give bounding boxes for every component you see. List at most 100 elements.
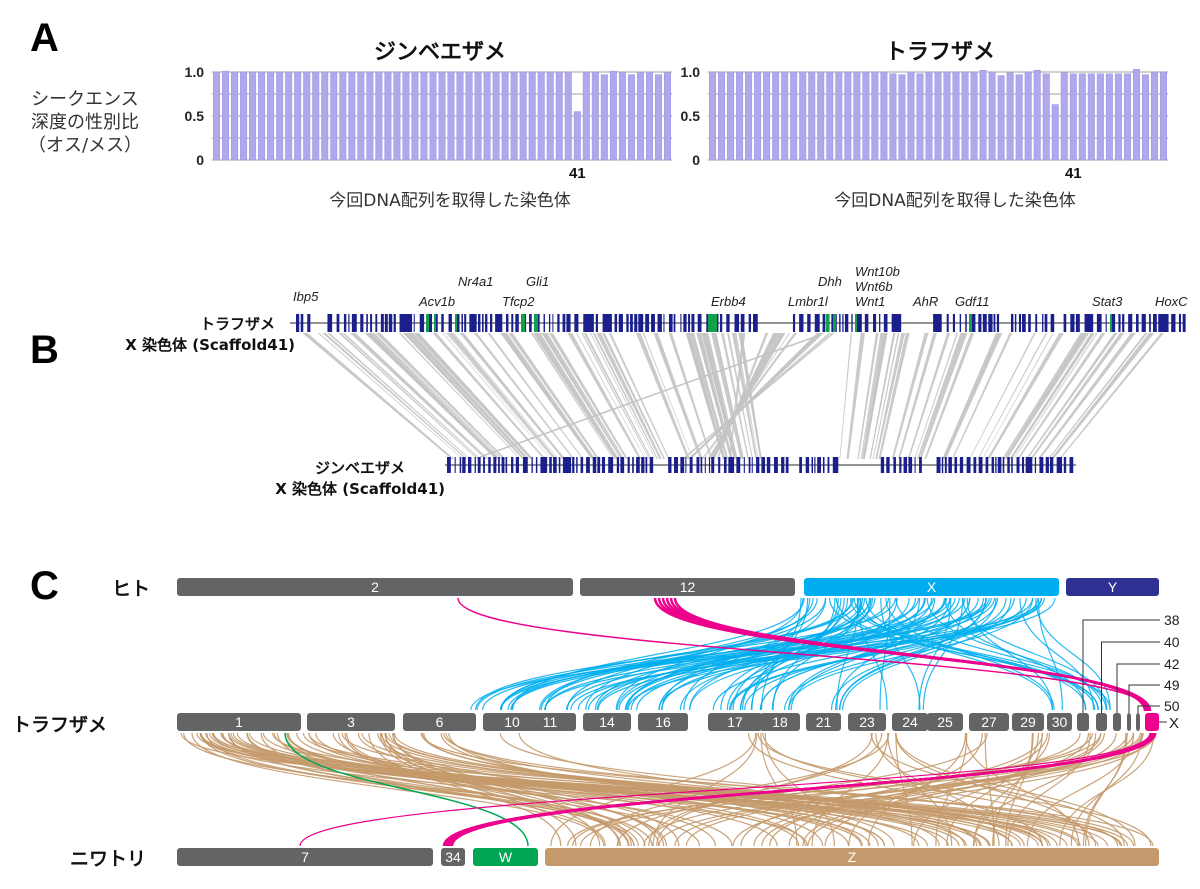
gene-block (454, 457, 456, 473)
synteny-link (246, 732, 653, 847)
synteny-link (969, 333, 1036, 459)
gene-label-ahr: AhR (913, 294, 939, 309)
shark-chr-50 (1136, 713, 1140, 731)
shark-chr-42 (1113, 713, 1121, 731)
chromosome-label: 14 (599, 714, 615, 730)
gene-block (1010, 314, 1014, 332)
shark-chr-25: 25 (927, 713, 963, 731)
highlighted-gene-block (969, 314, 972, 332)
chromosome-label: 7 (301, 849, 309, 865)
synteny-link (872, 333, 900, 459)
synteny-link (575, 333, 646, 459)
bar-chr-11 (799, 71, 807, 161)
gene-block (668, 314, 673, 332)
chromosome-label: 18 (772, 714, 788, 730)
gene-block (1018, 314, 1022, 332)
synteny-link (1004, 333, 1090, 459)
gene-block (1171, 314, 1176, 332)
gene-block (988, 314, 993, 332)
synteny-link (919, 333, 968, 459)
chicken-chr-34: 34 (441, 848, 465, 866)
gene-block (1122, 314, 1125, 332)
gene-block (1149, 314, 1151, 332)
gene-block (501, 457, 505, 473)
gene-block (996, 314, 1000, 332)
chicken-chr-7: 7 (177, 848, 433, 866)
synteny-link (842, 597, 1012, 711)
small-chromosome-label: 40 (1164, 634, 1180, 650)
gene-block (985, 457, 989, 473)
synteny-link (1058, 333, 1164, 459)
gene-block (734, 314, 740, 332)
synteny-link (447, 333, 557, 459)
gene-block (817, 457, 822, 473)
gene-block (597, 457, 601, 473)
synteny-link (487, 333, 584, 459)
gene-block (842, 314, 844, 332)
gene-block (893, 457, 896, 473)
chromosome-label: 34 (445, 849, 461, 865)
bar-chr-39 (555, 71, 563, 161)
shark-chr-17: 17 (708, 713, 762, 731)
synteny-link (861, 333, 884, 459)
leader-line (1128, 684, 1160, 713)
chromosome-bar (403, 713, 476, 731)
leader-line (1082, 619, 1160, 713)
synteny-link (539, 597, 853, 711)
synteny-link (541, 333, 623, 459)
chromosome-bar (1113, 713, 1121, 731)
leader-line (1116, 663, 1160, 713)
gene-block (540, 457, 548, 473)
bar-chr-35 (1015, 74, 1023, 161)
shark-chr-49 (1127, 713, 1131, 731)
gene-block (448, 314, 452, 332)
gene-block (474, 457, 476, 473)
bar-chr-26 (934, 71, 942, 161)
chromosome-bar (1136, 713, 1140, 731)
gene-block (360, 314, 364, 332)
shark-chr-14: 14 (583, 713, 631, 731)
synteny-link (711, 333, 744, 459)
gene-block (1039, 457, 1044, 473)
gene-block (908, 457, 913, 473)
gene-block (469, 314, 477, 332)
gene-block (1035, 314, 1038, 332)
bar-chr-34 (510, 71, 518, 161)
bar-chr-15 (339, 71, 347, 161)
gene-label-stat3: Stat3 (1092, 294, 1123, 309)
chromosome-label: 21 (816, 714, 832, 730)
gene-block (366, 314, 368, 332)
gene-block (811, 457, 813, 473)
gene-block (814, 314, 820, 332)
gene-block (592, 457, 597, 473)
bar-chr-4 (240, 71, 248, 161)
synteny-link (364, 333, 498, 459)
gene-block (883, 314, 888, 332)
highlighted-gene-block (855, 314, 857, 332)
bar-chr-21 (889, 73, 897, 161)
synteny-link (863, 333, 888, 459)
gene-block (441, 314, 444, 332)
chromosome-label: 2 (371, 579, 379, 595)
x-axis-label-whale-shark: 今回DNA配列を取得した染色体 (329, 191, 571, 211)
gene-label-wnt6b: Wnt6b (855, 279, 893, 294)
bar-chr-13 (321, 71, 329, 161)
gene-block (966, 457, 971, 473)
gene-block (993, 314, 996, 332)
bar-chr-7 (267, 71, 275, 161)
bar-chr-47 (627, 74, 635, 161)
synteny-link (643, 732, 1081, 847)
synteny-link (673, 597, 1147, 712)
shark-chr-18: 18 (760, 713, 800, 731)
synteny-link (500, 597, 860, 711)
synteny-link (853, 597, 1111, 711)
bar-chr-18 (366, 71, 374, 161)
synteny-link (972, 732, 1097, 847)
bar-chr-30 (970, 71, 978, 161)
bar-chr-47 (1123, 73, 1131, 161)
synteny-link (409, 333, 529, 459)
gene-block (743, 457, 745, 473)
synteny-link (982, 333, 1054, 459)
bar-chr-20 (384, 71, 392, 161)
bar-chr-35 (519, 71, 527, 161)
